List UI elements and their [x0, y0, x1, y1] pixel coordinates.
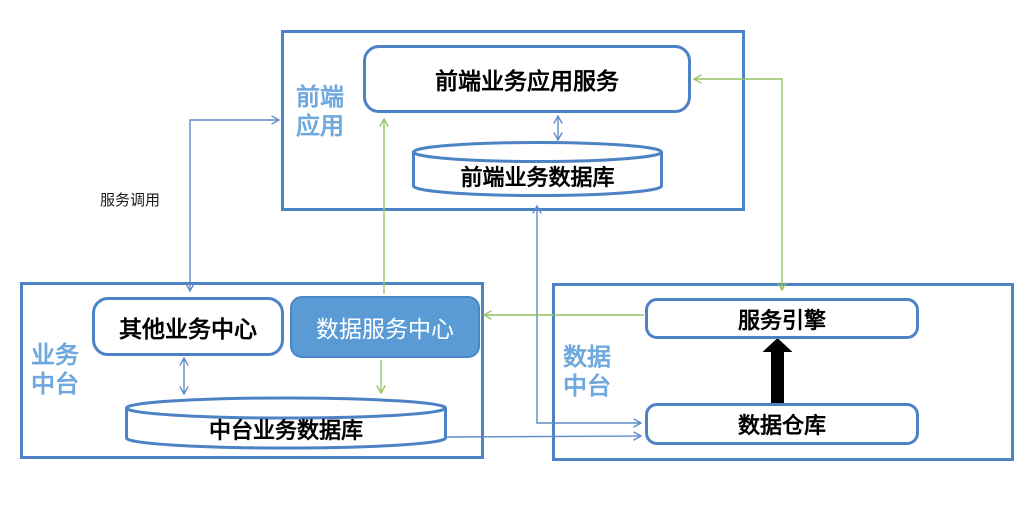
node-data-service-center: 数据服务中心: [290, 296, 480, 358]
group-frontend-label: 前端 应用: [296, 84, 344, 142]
node-service-engine-label: 服务引擎: [737, 307, 826, 333]
group-frontend-label-line2: 应用: [296, 114, 344, 140]
mid-db-cylinder: [125, 396, 447, 450]
connector-service-call: [185, 115, 281, 293]
node-data-warehouse: 数据仓库: [645, 403, 919, 445]
group-data-label-line1: 数据: [563, 345, 611, 371]
group-frontend-label-line1: 前端: [296, 85, 344, 111]
group-data-label: 数据 中台: [563, 344, 611, 402]
group-business-label: 业务 中台: [31, 342, 79, 400]
group-data-label-line2: 中台: [563, 374, 611, 400]
node-other-business-center: 其他业务中心: [92, 297, 284, 356]
node-service-engine: 服务引擎: [645, 298, 919, 339]
service-call-annotation: 服务调用: [100, 192, 161, 209]
node-frontend-db-label: 前端业务数据库: [460, 165, 615, 190]
connector-frontenddb-warehouse: [532, 204, 643, 428]
node-other-business-center-label: 其他业务中心: [119, 316, 257, 342]
node-frontend-app-service: 前端业务应用服务: [363, 45, 691, 113]
node-mid-db-label: 中台业务数据库: [208, 418, 363, 443]
node-data-service-center-label: 数据服务中心: [316, 317, 454, 342]
group-business-label-line1: 业务: [31, 343, 79, 369]
node-frontend-app-service-label: 前端业务应用服务: [435, 69, 619, 94]
frontend-db-cylinder: [412, 141, 663, 197]
block-arrow-warehouse-to-engine: [762, 338, 793, 404]
connector-appservice-engine: [692, 74, 787, 292]
group-business-label-line2: 中台: [31, 372, 79, 398]
connector-middb-warehouse: [445, 431, 643, 441]
node-data-warehouse-label: 数据仓库: [737, 413, 826, 438]
